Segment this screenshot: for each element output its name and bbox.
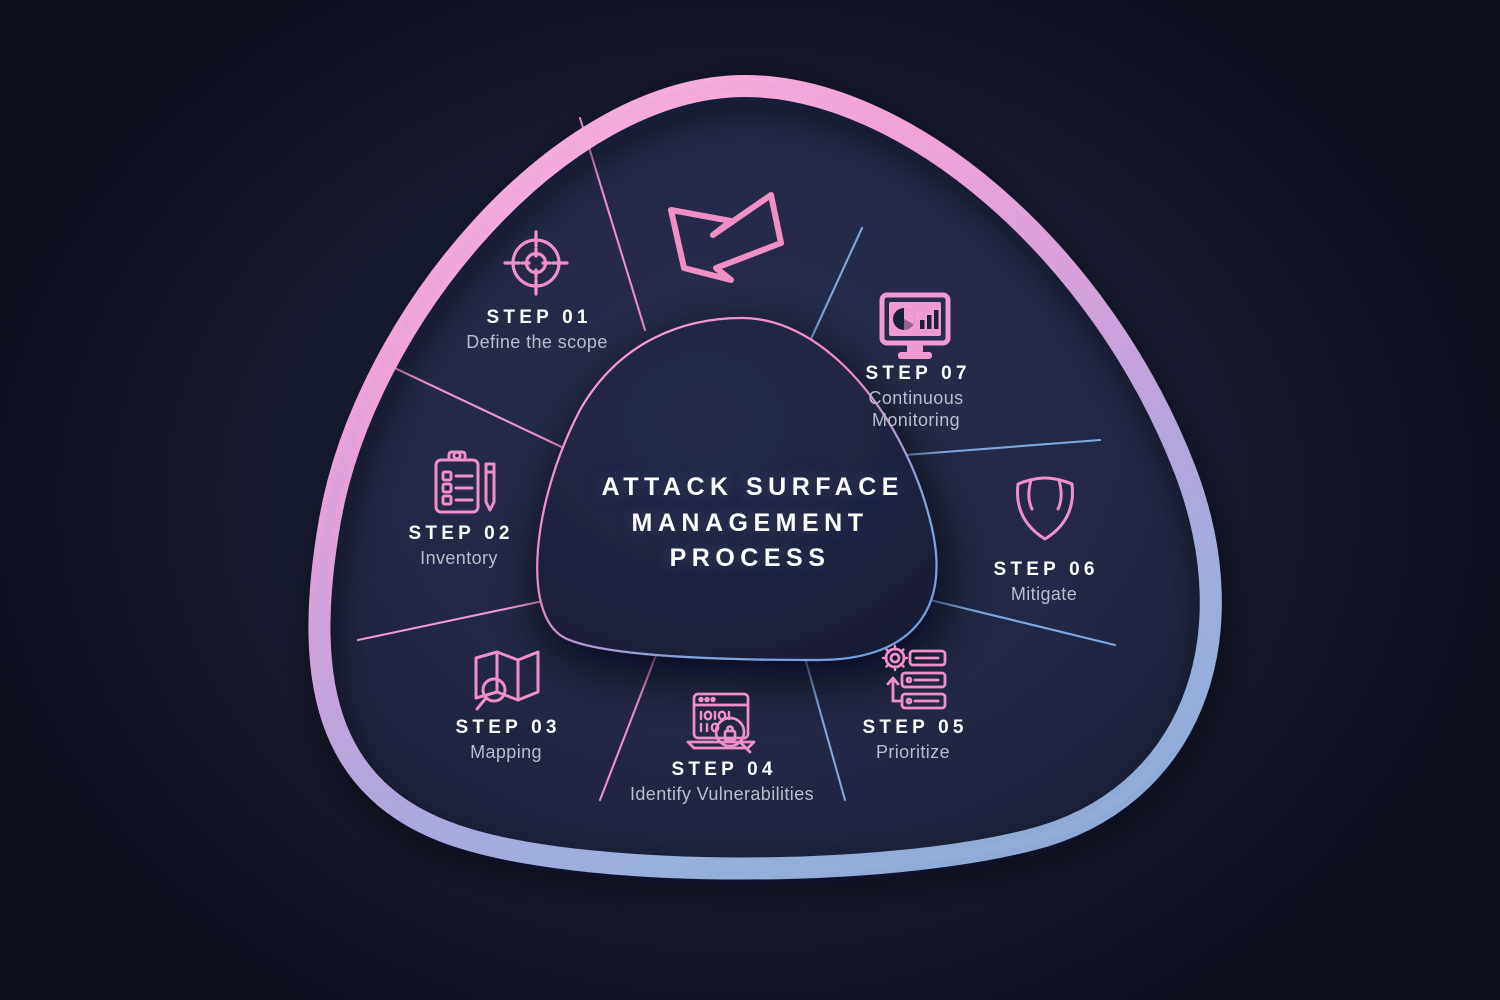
divider-04 <box>598 643 662 802</box>
step-06-number: STEP 06 <box>993 559 1099 580</box>
step-07-title: Continuous Monitoring <box>796 388 1036 432</box>
sector-dividers <box>356 116 1117 802</box>
step-02-title-line-1: Inventory <box>420 548 498 568</box>
step-06-title: Mitigate <box>924 584 1164 606</box>
step-06-title-line-1: Mitigate <box>1010 584 1078 604</box>
step-03-title: Mapping <box>386 742 626 764</box>
step-07-label[interactable]: STEP 07 Continuous Monitoring <box>796 364 1036 432</box>
step-05-title-line-1: Prioritize <box>875 742 950 762</box>
divider-03 <box>356 598 550 642</box>
step-05-number: STEP 05 <box>862 717 968 738</box>
divider-05 <box>798 638 847 802</box>
shield-icon <box>1016 476 1074 541</box>
divider-06 <box>920 596 1117 647</box>
code-window-lock-magnifier-icon <box>686 692 756 754</box>
step-01-label[interactable]: STEP 01 Define the scope <box>417 308 657 354</box>
step-07-title-line-2: Monitoring <box>871 409 961 430</box>
center-title: ATTACK SURFACE MANAGEMENT PROCESS <box>560 470 940 577</box>
center-title-line-2: MANAGEMENT <box>631 508 869 537</box>
step-04-number: STEP 04 <box>671 759 777 780</box>
divider-08 <box>803 226 864 354</box>
step-04-label[interactable]: STEP 04 Identify Vulnerabilities <box>582 760 862 806</box>
step-05-title: Prioritize <box>793 742 1033 764</box>
step-02-title: Inventory <box>339 548 579 570</box>
step-03-number: STEP 03 <box>455 717 561 738</box>
divider-07 <box>903 438 1102 457</box>
center-title-line-1: ATTACK SURFACE <box>601 473 904 501</box>
step-01-number: STEP 01 <box>486 307 592 328</box>
step-01-title-line-1: Define the scope <box>466 332 608 352</box>
cycle-direction-arrow <box>668 192 784 283</box>
step-05-label[interactable]: STEP 05 Prioritize <box>793 718 1033 764</box>
step-07-number: STEP 07 <box>865 363 971 384</box>
crosshair-target-icon <box>503 230 569 296</box>
folded-map-magnifier-icon <box>474 650 540 711</box>
step-01-title: Define the scope <box>417 332 657 354</box>
step-06-label[interactable]: STEP 06 Mitigate <box>924 560 1164 606</box>
center-title-line-3: PROCESS <box>669 544 831 572</box>
step-04-title: Identify Vulnerabilities <box>582 784 862 806</box>
step-02-label[interactable]: STEP 02 Inventory <box>339 524 579 570</box>
step-02-number: STEP 02 <box>408 523 514 544</box>
divider-01 <box>578 116 647 332</box>
divider-02 <box>380 360 570 452</box>
step-03-title-line-1: Mapping <box>470 742 542 762</box>
center-blob <box>536 316 938 662</box>
monitor-analytics-icon <box>879 292 951 359</box>
step-03-label[interactable]: STEP 03 Mapping <box>386 718 626 764</box>
clipboard-checklist-pencil-icon <box>434 450 496 514</box>
priority-list-gear-arrow-icon <box>881 644 947 710</box>
step-07-title-line-1: Continuous <box>868 388 964 408</box>
step-04-title-line-1: Identify Vulnerabilities <box>629 784 815 804</box>
